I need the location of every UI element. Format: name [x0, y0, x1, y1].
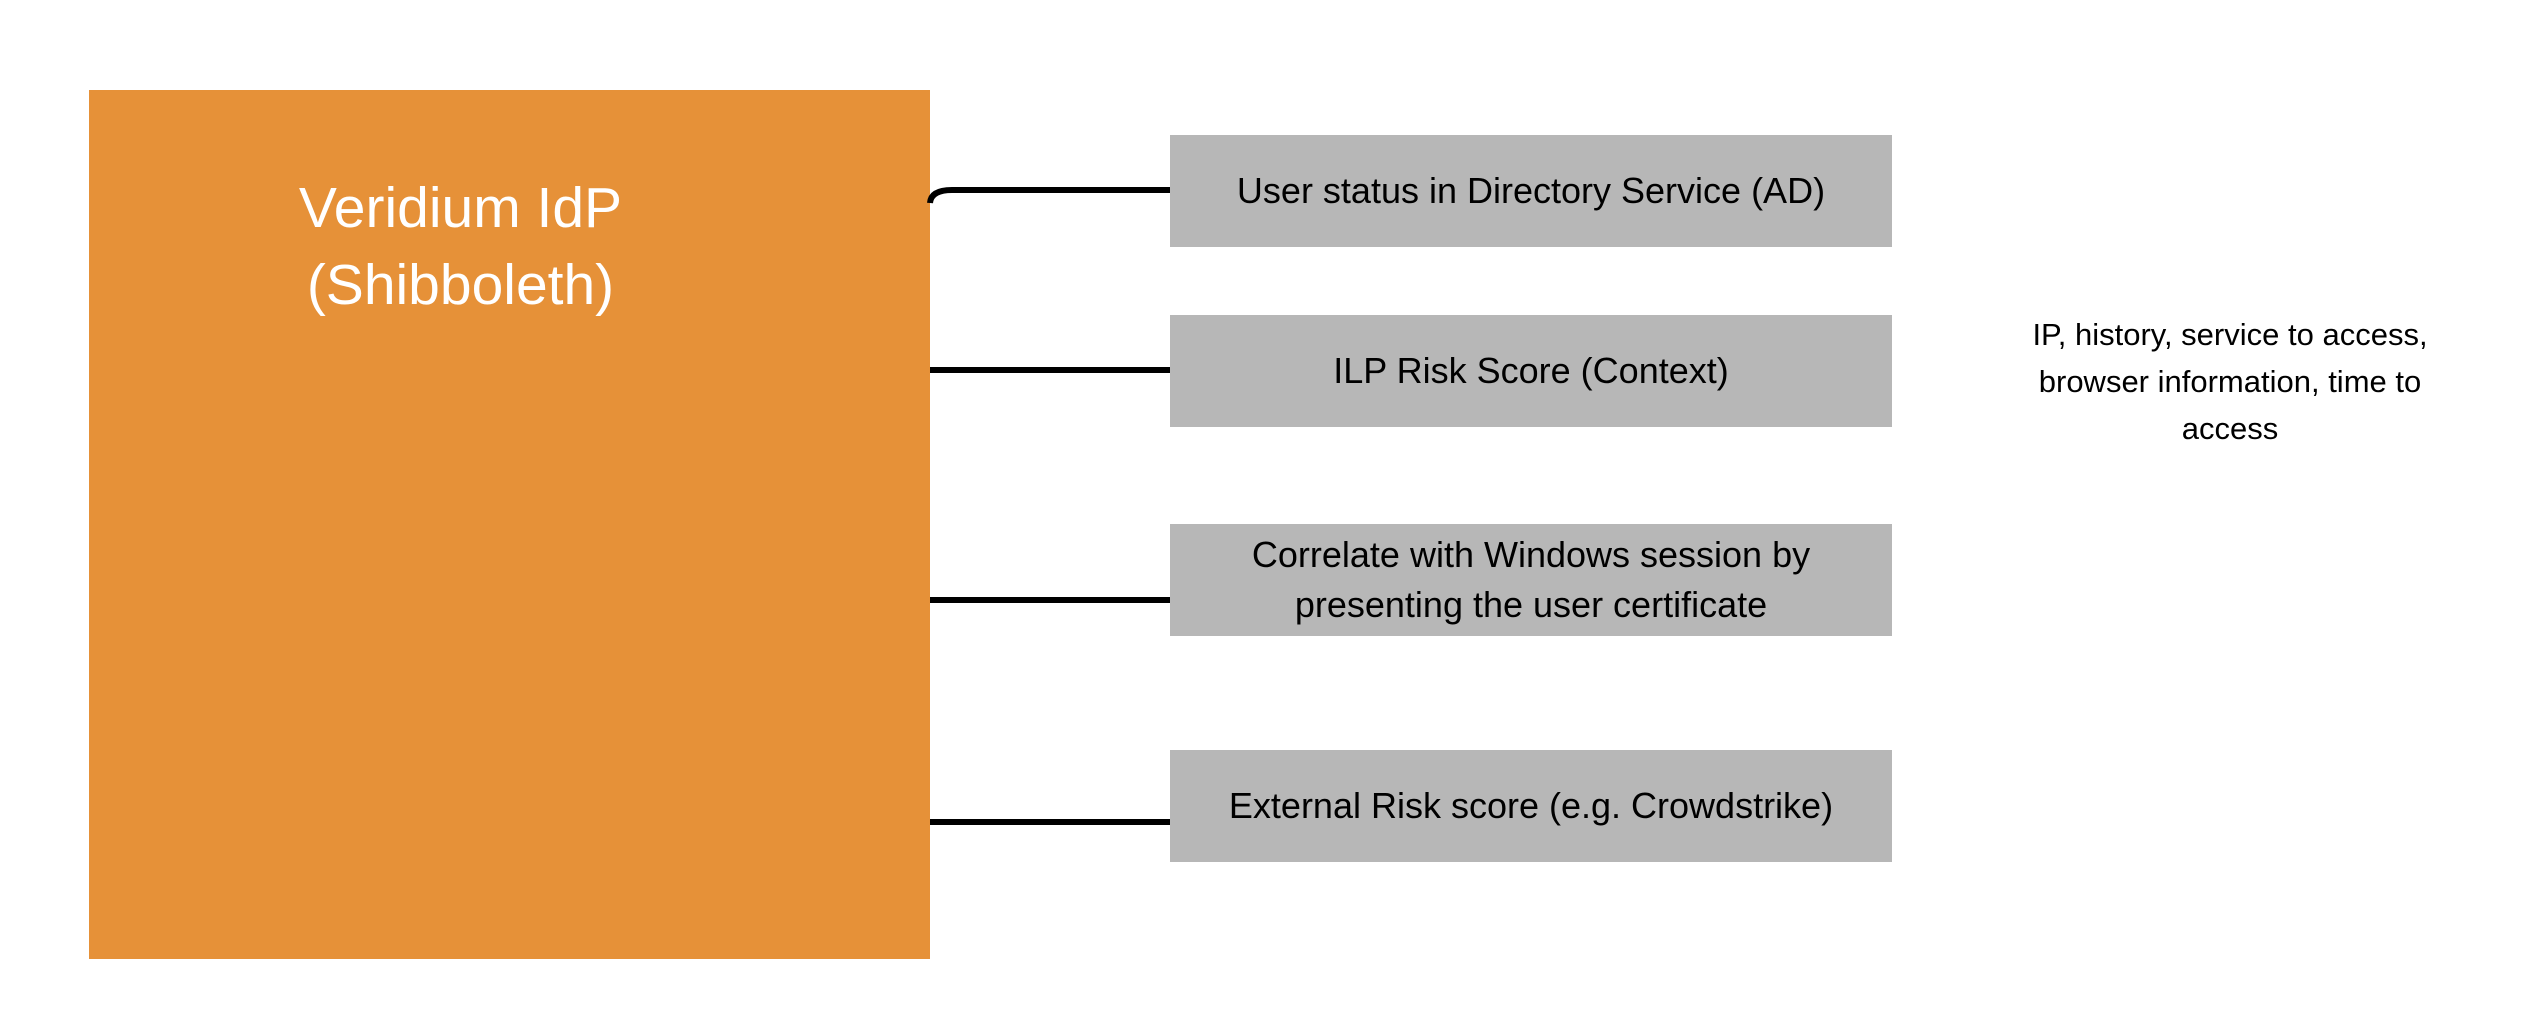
veridium-idp-label-line2: (Shibboleth)	[306, 253, 615, 317]
attribute-box-ilp-risk-score: ILP Risk Score (Context)	[1170, 315, 1892, 427]
attribute-box-windows-session-label: Correlate with Windows session by presen…	[1251, 534, 1811, 625]
connector-user-status	[927, 187, 1170, 204]
risk-context-annotation-line2: browser information, time to	[2038, 364, 2422, 399]
attribute-box-user-status-label: User status in Directory Service (AD)	[1236, 170, 1826, 211]
attribute-box-windows-session: Correlate with Windows session by presen…	[1170, 524, 1892, 636]
veridium-idp-box: Veridium IdP (Shibboleth)	[89, 90, 930, 959]
risk-context-annotation-line3: access	[2181, 411, 2279, 446]
attribute-box-ilp-risk-score-label: ILP Risk Score (Context)	[1333, 350, 1729, 391]
attribute-box-external-risk: External Risk score (e.g. Crowdstrike)	[1170, 750, 1892, 862]
risk-context-annotation-line1: IP, history, service to access,	[2032, 317, 2428, 352]
attribute-box-user-status: User status in Directory Service (AD)	[1170, 135, 1892, 247]
veridium-idp-label: Veridium IdP (Shibboleth)	[89, 170, 930, 324]
attribute-box-external-risk-label: External Risk score (e.g. Crowdstrike)	[1228, 785, 1834, 826]
veridium-idp-label-line1: Veridium IdP	[298, 176, 623, 240]
risk-context-annotation: IP, history, service to access, browser …	[1980, 311, 2480, 452]
